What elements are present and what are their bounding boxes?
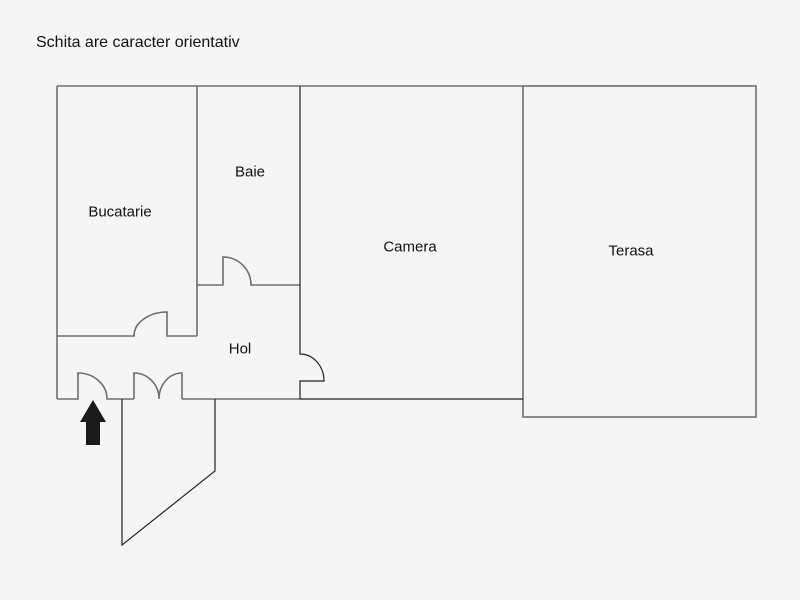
plan-disclaimer-title: Schita are caracter orientativ	[36, 34, 240, 51]
porch-outline	[121, 399, 216, 547]
room-label-baie: Baie	[234, 163, 266, 181]
room-label-bucatarie: Bucatarie	[88, 203, 152, 221]
door-bucatarie	[57, 311, 197, 337]
door-camera	[299, 86, 325, 399]
room-label-terasa: Terasa	[608, 242, 654, 260]
terasa-outline	[522, 85, 757, 418]
door-baie	[197, 256, 300, 286]
room-label-camera: Camera	[383, 238, 437, 256]
entrance-door	[57, 372, 134, 400]
double-door	[133, 372, 183, 400]
room-label-hol: Hol	[228, 340, 252, 358]
arrow-up-icon	[80, 400, 106, 445]
